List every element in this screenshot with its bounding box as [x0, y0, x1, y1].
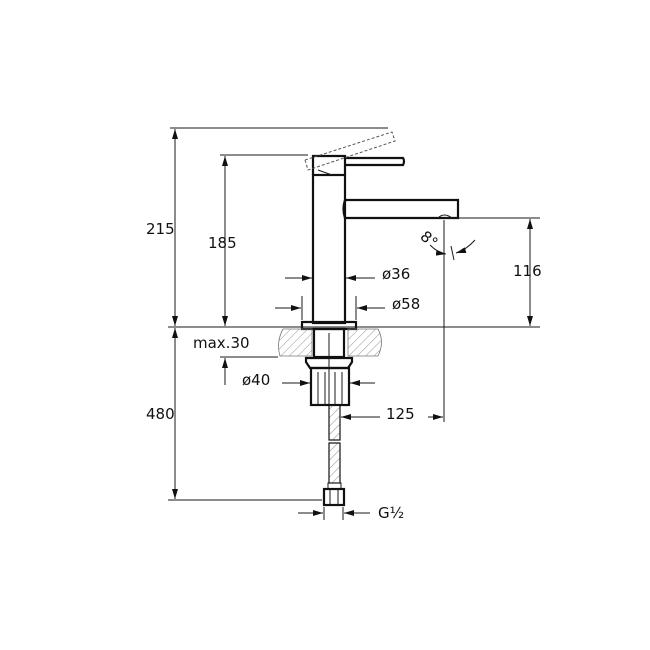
dim-spout-angle: 8° [417, 227, 442, 252]
dim-hose-length: 480 [146, 405, 175, 423]
dim-base-diameter: ø58 [392, 295, 420, 313]
faucet-outline [300, 131, 460, 331]
dim-shank-diameter: ø40 [242, 371, 270, 389]
dim-spout-height: 116 [513, 262, 542, 280]
dim-body-height: 185 [208, 234, 237, 252]
dim-spout-reach: 125 [386, 405, 415, 423]
dimension-arrows [172, 129, 533, 516]
shank-and-hose [304, 327, 354, 507]
countertop-section [278, 328, 382, 357]
dim-connection: G½ [378, 504, 404, 522]
dim-max-counter: max.30 [193, 334, 250, 352]
extension-lines [168, 127, 540, 520]
dim-total-height: 215 [146, 220, 175, 238]
dim-body-diameter: ø36 [382, 265, 410, 283]
